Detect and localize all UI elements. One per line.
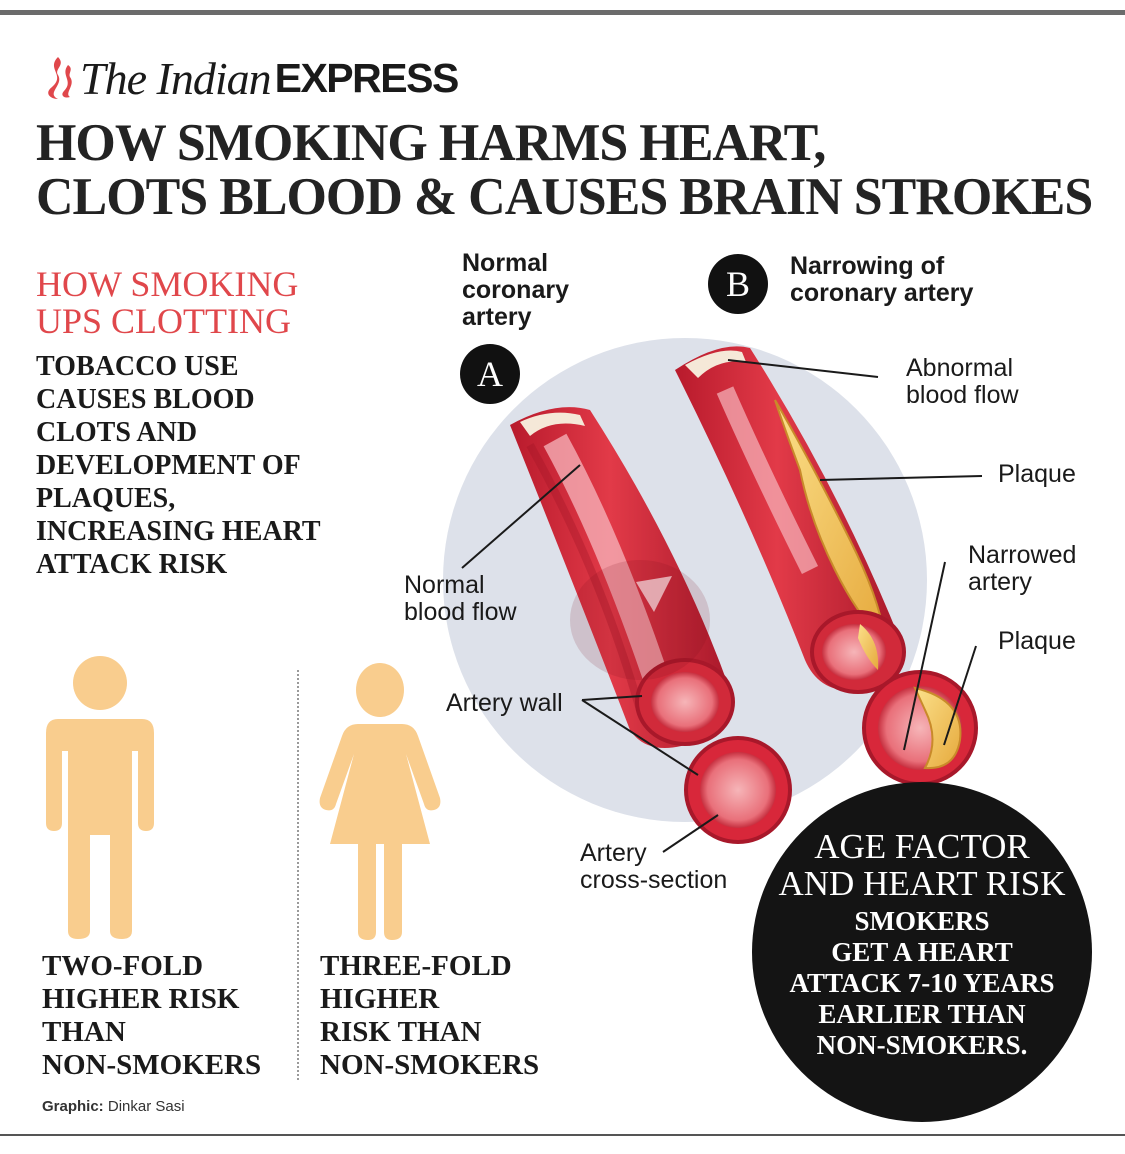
men-risk-line: THAN — [42, 1016, 126, 1048]
pointer-abnormal-flow — [727, 359, 879, 378]
artery-b-title-line: Narrowing of — [790, 252, 945, 280]
artery-b-title: Narrowing of coronary artery — [790, 253, 973, 307]
narrowed-artery-label: Narrowed artery — [968, 542, 1076, 596]
woman-figure-icon — [319, 663, 441, 940]
age-factor-body-line: SMOKERS — [854, 906, 990, 936]
artery-diagram: Normal coronary artery A B Narrowing of … — [380, 240, 1125, 1140]
artery-illustration — [443, 338, 983, 853]
figure-divider — [297, 670, 299, 1080]
women-risk-line: NON-SMOKERS — [320, 1049, 540, 1081]
artery-a-title-line: Normal — [462, 249, 549, 277]
badge-a: A — [460, 344, 520, 404]
women-risk-line: THREE-FOLD — [320, 950, 512, 982]
artery-a-title-line: coronary — [462, 276, 569, 304]
artery-b-title-line: coronary artery — [790, 279, 974, 307]
badge-b: B — [708, 254, 768, 314]
pointer-plaque-1 — [819, 475, 983, 481]
abnormal-flow-label-line: Abnormal — [906, 354, 1013, 382]
plaque-label-1: Plaque — [998, 460, 1076, 488]
abnormal-flow-label: Abnormal blood flow — [906, 355, 1019, 409]
pointer-artery-wall-a — [581, 695, 643, 701]
age-factor-title-line: AGE FACTOR — [814, 827, 1030, 866]
clotting-title: HOW SMOKING UPS CLOTTING — [36, 266, 336, 340]
pointer-artery-wall-b — [581, 699, 699, 776]
men-risk-line: NON-SMOKERS — [42, 1049, 262, 1081]
cross-section-label: Artery cross-section — [580, 840, 727, 894]
age-factor-body: SMOKERS GET A HEART ATTACK 7-10 YEARS EA… — [772, 906, 1072, 1061]
men-risk-line: TWO-FOLD — [42, 950, 204, 982]
artery-a-title: Normal coronary artery — [462, 250, 569, 331]
age-factor-body-line: GET A HEART — [831, 937, 1013, 967]
pointer-plaque-2 — [943, 645, 977, 746]
headline-line-1: HOW SMOKING HARMS HEART, — [36, 114, 826, 172]
women-risk-line: HIGHER — [320, 983, 440, 1015]
brand-name-bold: EXPRESS — [274, 54, 460, 101]
normal-flow-label-line: Normal — [404, 571, 485, 599]
narrowed-artery-label-line: Narrowed — [968, 541, 1077, 569]
abnormal-flow-label-line: blood flow — [906, 381, 1019, 409]
artery-wall-label: Artery wall — [446, 689, 563, 717]
women-risk-text: THREE-FOLD HIGHER RISK THAN NON-SMOKERS — [320, 950, 570, 1082]
normal-flow-label-line: blood flow — [404, 598, 517, 626]
artery-a-title-line: artery — [462, 303, 532, 331]
cross-section-label-line: Artery — [580, 839, 647, 867]
men-risk-text: TWO-FOLD HIGHER RISK THAN NON-SMOKERS — [42, 950, 292, 1082]
age-factor-title-line: AND HEART RISK — [778, 864, 1066, 903]
narrowed-artery-label-line: artery — [968, 568, 1032, 596]
clotting-body: TOBACCO USE CAUSES BLOOD CLOTS AND DEVEL… — [36, 351, 321, 580]
credit-name: Dinkar Sasi — [107, 1098, 185, 1115]
age-factor-title: AGE FACTOR AND HEART RISK — [752, 828, 1092, 902]
credit-label: Graphic: — [42, 1098, 104, 1115]
cross-section-label-line: cross-section — [580, 866, 728, 894]
age-factor-body-line: ATTACK 7-10 YEARS — [789, 968, 1055, 998]
headline-line-2: CLOTS BLOOD & CAUSES BRAIN STROKES — [36, 168, 1093, 226]
age-factor-body-line: NON-SMOKERS. — [816, 1030, 1028, 1060]
clotting-title-line-1: HOW SMOKING — [36, 264, 299, 304]
pointer-normal-flow — [461, 464, 581, 569]
bottom-rule — [0, 1134, 1125, 1136]
brand-flame-icon — [48, 57, 72, 99]
clotting-title-line-2: UPS CLOTTING — [36, 301, 292, 341]
normal-flow-label: Normal blood flow — [404, 572, 517, 626]
men-risk-line: HIGHER RISK — [42, 983, 240, 1015]
plaque-label-2: Plaque — [998, 627, 1076, 655]
pointer-narrowed-artery — [903, 561, 946, 751]
age-factor-body-line: EARLIER THAN — [818, 999, 1026, 1029]
headline: HOW SMOKING HARMS HEART, CLOTS BLOOD & C… — [36, 116, 1094, 224]
top-rule — [0, 10, 1125, 15]
graphic-credit: Graphic: Dinkar Sasi — [42, 1098, 185, 1115]
man-figure-icon — [46, 656, 154, 939]
brand-logo: The Indian EXPRESS — [36, 52, 460, 104]
brand-name: The Indian — [80, 52, 272, 104]
age-factor-circle: AGE FACTOR AND HEART RISK SMOKERS GET A … — [752, 782, 1092, 1122]
women-risk-line: RISK THAN — [320, 1016, 482, 1048]
pointer-cross-section — [662, 814, 719, 853]
